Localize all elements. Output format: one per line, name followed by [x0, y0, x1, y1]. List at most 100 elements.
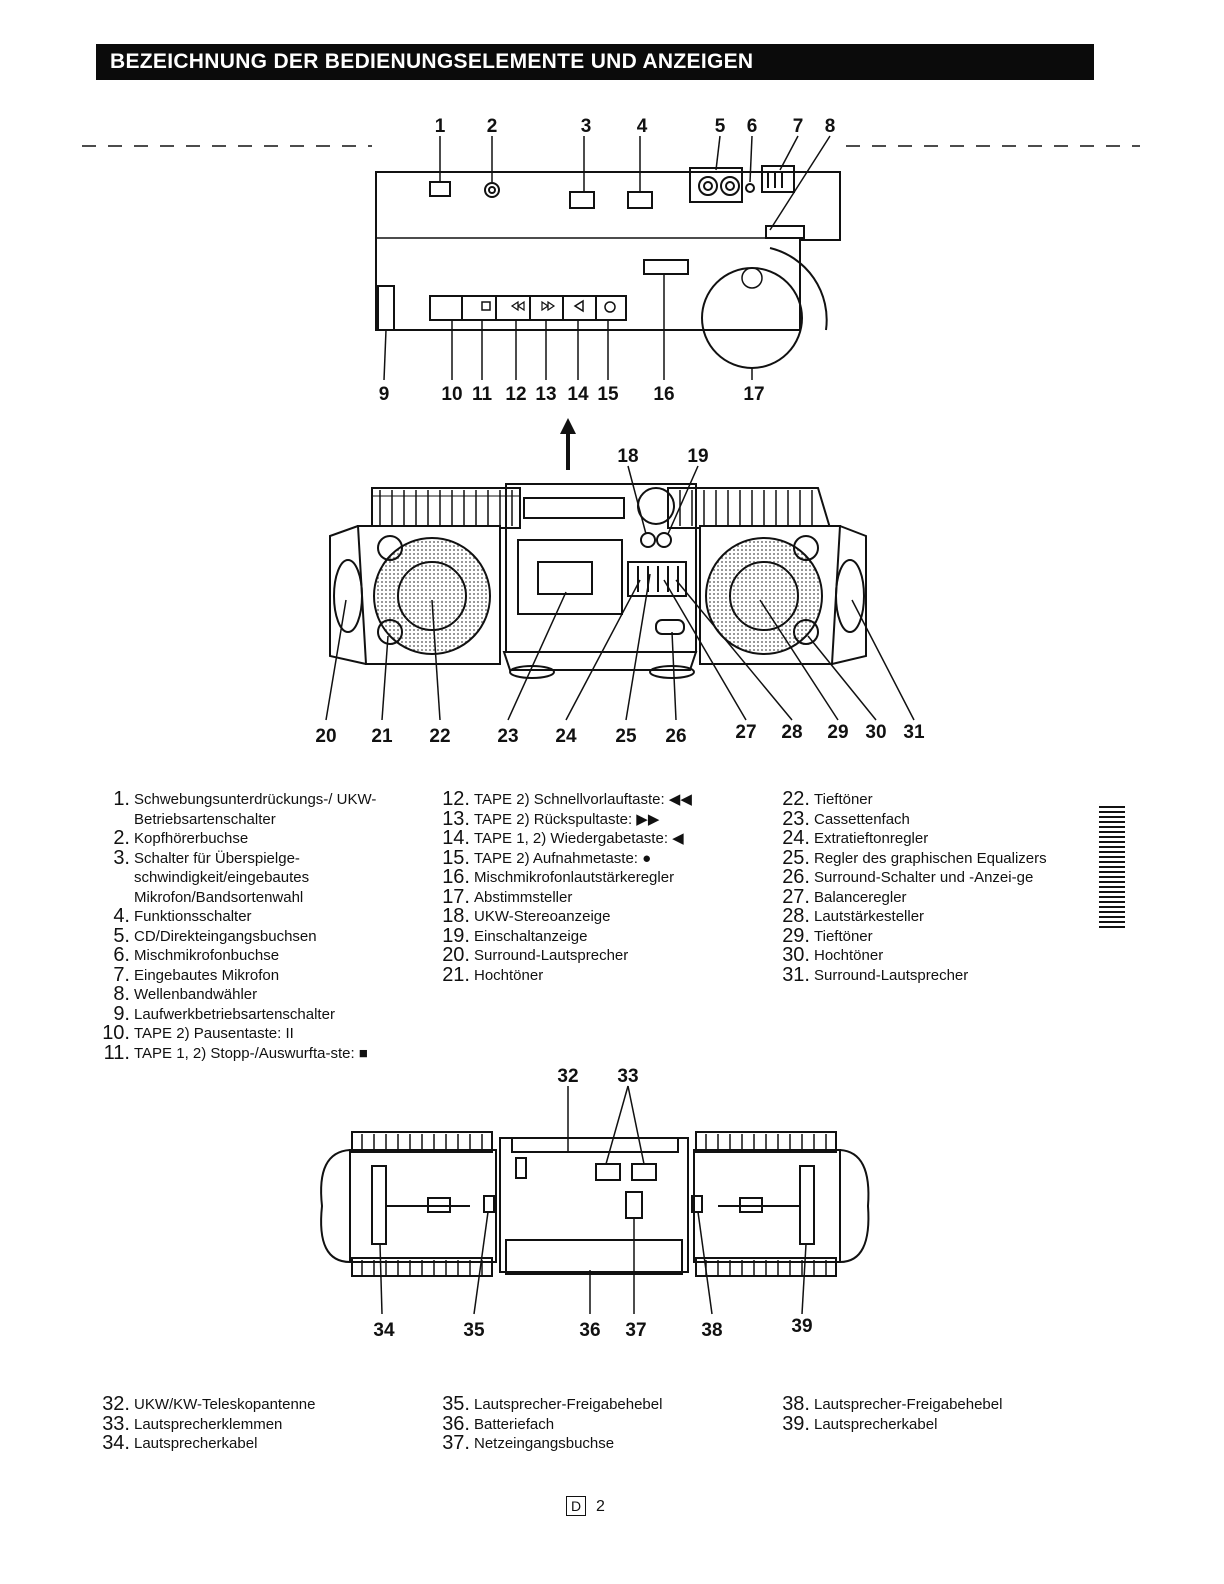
legend-item-text: TAPE 2) Aufnahmetaste: ●	[474, 849, 652, 867]
legend-item-text: UKW/KW-Teleskopantenne	[134, 1396, 316, 1413]
legend-item-number: 26.	[782, 866, 810, 888]
legend-item-number: 35.	[442, 1393, 470, 1415]
legend-item-text: Lautsprecher-Freigabehebel	[814, 1396, 1003, 1413]
legend-item: 15.TAPE 2) Aufnahmetaste: ●	[436, 848, 756, 869]
legend-item: 39.Lautsprecherkabel	[776, 1412, 1086, 1435]
legend-item: 32.UKW/KW-Teleskopantenne	[96, 1393, 406, 1415]
legend-item-text: Surround-Schalter und -Anzei-ge	[814, 869, 1034, 886]
legend-item-text: Hochtöner	[474, 966, 544, 984]
callout-number: 5	[715, 116, 726, 137]
callout-number: 38	[701, 1320, 722, 1341]
legend-item-number: 36.	[442, 1412, 470, 1435]
callout-number: 16	[653, 384, 674, 405]
callout-number: 25	[615, 726, 637, 747]
callout-number: 15	[597, 384, 619, 405]
callout-number: 34	[373, 1320, 395, 1341]
legend-item: 21.Hochtöner	[436, 965, 756, 986]
legend-item: 31.Surround-Lautsprecher	[776, 963, 1086, 986]
legend-item-text: CD/Direkteingangsbuchsen	[134, 927, 317, 945]
legend-item: 6.Mischmikrofonbuchse	[96, 944, 406, 966]
legend-item-number: 7.	[113, 963, 130, 986]
legend-item-number: 20.	[442, 944, 470, 966]
legend-item-text: TAPE 1, 2) Stopp-/Auswurfta-ste: ■	[134, 1044, 368, 1062]
callout-number: 10	[441, 384, 462, 405]
legend-item-number: 1.	[113, 788, 130, 810]
callout-number: 32	[557, 1066, 578, 1087]
legend-item-number: 30.	[782, 944, 810, 966]
callout-number: 37	[625, 1320, 646, 1341]
legend-item: 27.Balanceregler	[776, 887, 1086, 908]
callout-number: 27	[735, 722, 756, 743]
legend-item: 33.Lautsprecherklemmen	[96, 1412, 406, 1435]
legend-item-number: 39.	[782, 1412, 810, 1435]
legend-item-number: 12.	[442, 788, 470, 810]
page-title: BEZEICHNUNG DER BEDIENUNGSELEMENTE UND A…	[110, 50, 754, 73]
legend-item-number: 31.	[782, 963, 810, 986]
legend-item: 25.Regler des graphischen Equalizers	[776, 846, 1086, 869]
callout-number: 30	[865, 722, 886, 743]
callout-number: 39	[791, 1316, 812, 1337]
legend-item-number: 18.	[442, 905, 470, 927]
legend-item-number: 34.	[102, 1432, 130, 1454]
legend-item-number: 3.	[113, 846, 130, 869]
section-letter: D	[566, 1496, 586, 1516]
legend-item-text: Batteriefach	[474, 1415, 555, 1433]
callout-number: 13	[535, 384, 556, 405]
legend-item-text: TAPE 2) Schnellvorlauftaste: ◀◀	[474, 791, 692, 808]
legend-item-number: 25.	[782, 846, 810, 869]
legend-item-text: TAPE 2) Rückspultaste: ▶▶	[474, 810, 660, 828]
callout-number: 8	[825, 116, 836, 137]
callout-number: 12	[505, 384, 526, 405]
page-number: 2	[596, 1498, 605, 1515]
legend-item-number: 33.	[102, 1412, 130, 1435]
callout-number: 18	[617, 446, 638, 467]
legend-item: 14.TAPE 1, 2) Wiedergabetaste: ◀	[436, 828, 756, 849]
legend-item: 29.Tieftöner	[776, 924, 1086, 947]
legend-item-text: Lautsprecherkabel	[814, 1415, 938, 1433]
legend-item-number: 11.	[103, 1041, 130, 1064]
legend-item-number: 32.	[102, 1393, 130, 1415]
legend-item: 8.Wellenbandwähler	[96, 984, 406, 1005]
legend-item-text: Netzeingangsbuchse	[474, 1435, 615, 1452]
legend-item-text: Lautsprecherklemmen	[134, 1415, 283, 1433]
legend-item-number: 17.	[442, 885, 470, 908]
callout-number: 21	[371, 726, 393, 747]
legend-item-number: 24.	[782, 827, 810, 849]
legend-item-text: Eingebautes Mikrofon	[134, 966, 280, 984]
legend-item-number: 6.	[113, 944, 130, 966]
callout-number: 29	[827, 722, 848, 743]
legend-item: 23.Cassettenfach	[776, 809, 1086, 830]
callout-number: 19	[687, 446, 708, 467]
legend-item-number: 16.	[442, 866, 470, 888]
legend-item-text: Tieftöner	[814, 791, 873, 808]
callout-number: 6	[747, 116, 758, 137]
legend-item-text: Balanceregler	[814, 888, 907, 906]
legend-item: 28.Lautstärkesteller	[776, 906, 1086, 927]
legend-item-text: Einschaltanzeige	[474, 927, 588, 945]
legend-item: 26.Surround-Schalter und -Anzei-ge	[776, 866, 1086, 888]
legend-item-number: 10.	[102, 1022, 130, 1044]
callout-number: 26	[665, 726, 686, 747]
legend-item: 4.Funktionsschalter	[96, 905, 406, 927]
legend-item: 30.Hochtöner	[776, 944, 1086, 966]
legend-item-number: 37.	[442, 1432, 470, 1454]
legend-item-number: 9.	[113, 1002, 130, 1025]
legend-item-text: Kopfhörerbuchse	[134, 830, 249, 847]
legend-item: 3.Schalter für Überspielge-schwindigkeit…	[96, 846, 406, 908]
legend-list-1-col-2: 12.TAPE 2) Schnellvorlauftaste: ◀◀13.TAP…	[436, 788, 756, 986]
callout-number: 11	[472, 384, 493, 405]
legend-item: 22.Tieftöner	[776, 789, 1086, 810]
legend-item: 13.TAPE 2) Rückspultaste: ▶▶	[436, 809, 756, 830]
legend-item-number: 4.	[113, 905, 130, 927]
legend-item-text: Tieftöner	[814, 927, 873, 945]
legend-item-text: UKW-Stereoanzeige	[474, 908, 611, 925]
page-header: BEZEICHNUNG DER BEDIENUNGSELEMENTE UND A…	[96, 44, 1094, 80]
legend-item-number: 29.	[782, 924, 810, 947]
legend-item-text: Extratieftonregler	[814, 830, 929, 847]
